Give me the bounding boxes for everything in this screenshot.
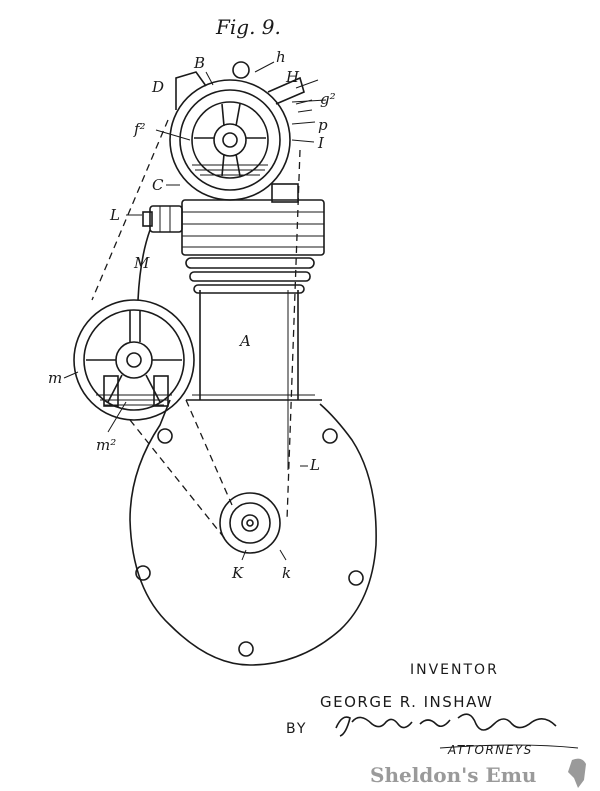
label-p: p — [318, 116, 328, 134]
inventor-name: GEORGE R. INSHAW — [320, 693, 493, 711]
label-K: K — [231, 564, 244, 582]
figure-title: Fig. 9. — [215, 15, 281, 39]
label-m2: m² — [96, 436, 116, 454]
crankcase — [129, 399, 377, 666]
watermark-text: Sheldon's Emu — [370, 763, 536, 787]
label-D: D — [151, 78, 164, 96]
inventor-heading: INVENTOR — [410, 662, 499, 678]
crank-sprocket — [219, 492, 281, 554]
label-h: h — [276, 48, 286, 66]
sprocket-m — [73, 299, 195, 421]
drive-chain — [91, 119, 301, 541]
emu-logo-icon — [568, 758, 586, 788]
label-C: C — [152, 176, 164, 194]
label-m: m — [48, 369, 62, 387]
cooling-fins — [181, 183, 325, 294]
signature-underline — [439, 744, 579, 749]
label-L-lower: L — [309, 456, 320, 474]
label-B: B — [193, 54, 205, 72]
label-A: A — [238, 332, 251, 350]
label-M: M — [133, 254, 150, 272]
label-H: H — [285, 68, 300, 86]
label-L-upper: L — [109, 206, 120, 224]
attorney-signature — [335, 713, 557, 737]
label-g2: g² — [320, 90, 336, 108]
by-label: BY — [286, 721, 307, 737]
label-I: I — [317, 134, 325, 152]
leader-lines — [63, 61, 327, 561]
magneto-sprocket — [169, 61, 313, 201]
cylinder-barrel — [186, 290, 322, 470]
label-k: k — [282, 564, 291, 582]
spark-plug — [137, 205, 183, 301]
label-f2: f² — [133, 120, 146, 138]
